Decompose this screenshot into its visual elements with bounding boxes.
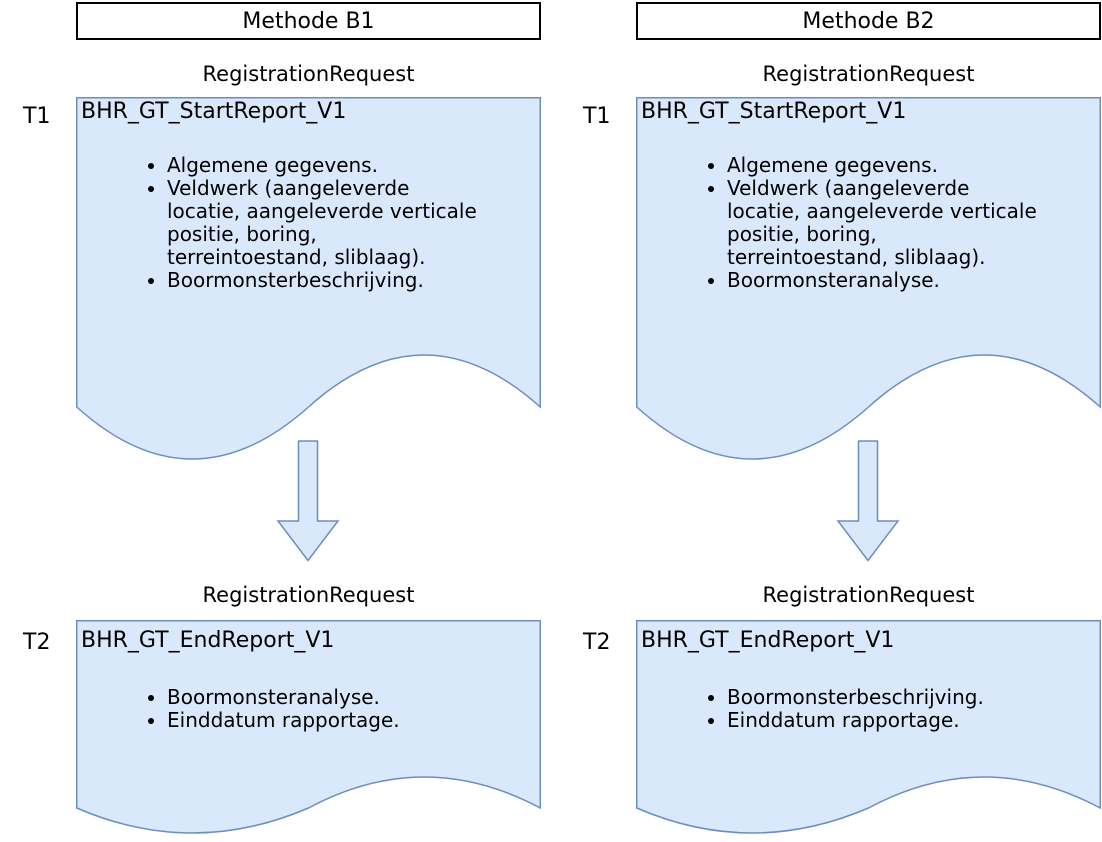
document-bullet-list: Algemene gegevens. Veldwerk (aangeleverd… bbox=[636, 154, 1094, 292]
column-methode-b1: Methode B1 RegistrationRequest T1 BHR_GT… bbox=[23, 0, 541, 842]
document-bullet-list: Algemene gegevens. Veldwerk (aangeleverd… bbox=[76, 154, 534, 292]
registration-request-label-t1: RegistrationRequest bbox=[762, 62, 975, 86]
document-shape bbox=[76, 97, 541, 460]
down-arrow-icon bbox=[276, 440, 340, 562]
registration-request-label-t2: RegistrationRequest bbox=[202, 583, 415, 607]
registration-request-label-t1: RegistrationRequest bbox=[202, 62, 415, 86]
phase-label-t1: T1 bbox=[23, 104, 51, 129]
bullet-item: Einddatum rapportage. bbox=[167, 709, 534, 732]
bullet-item: Boormonsterbeschrijving. bbox=[167, 269, 534, 292]
header-label: Methode B1 bbox=[242, 8, 375, 34]
header-box-methode-b1: Methode B1 bbox=[76, 2, 541, 40]
bullet-item: Veldwerk (aangeleverde locatie, aangelev… bbox=[167, 177, 534, 269]
phase-label-t2: T2 bbox=[23, 630, 51, 655]
bullet-item: Boormonsteranalyse. bbox=[167, 686, 534, 709]
document-title: BHR_GT_EndReport_V1 bbox=[641, 628, 895, 653]
bullet-item: Boormonsteranalyse. bbox=[727, 269, 1094, 292]
document-end-report: BHR_GT_EndReport_V1 Boormonsteranalyse. … bbox=[76, 620, 541, 840]
document-bullet-list: Boormonsterbeschrijving. Einddatum rappo… bbox=[636, 686, 1094, 732]
document-shape bbox=[76, 620, 541, 834]
phase-label-t2: T2 bbox=[583, 630, 611, 655]
document-start-report: BHR_GT_StartReport_V1 Algemene gegevens.… bbox=[76, 97, 541, 463]
bullet-item: Boormonsterbeschrijving. bbox=[727, 686, 1094, 709]
document-title: BHR_GT_StartReport_V1 bbox=[81, 99, 347, 124]
document-shape bbox=[636, 97, 1101, 460]
bullet-item: Algemene gegevens. bbox=[167, 154, 534, 177]
column-methode-b2: Methode B2 RegistrationRequest T1 BHR_GT… bbox=[583, 0, 1101, 842]
bullet-item: Algemene gegevens. bbox=[727, 154, 1094, 177]
registration-request-label-t2: RegistrationRequest bbox=[762, 583, 975, 607]
document-end-report: BHR_GT_EndReport_V1 Boormonsterbeschrijv… bbox=[636, 620, 1101, 840]
bullet-item: Einddatum rapportage. bbox=[727, 709, 1094, 732]
document-shape bbox=[636, 620, 1101, 834]
document-title: BHR_GT_EndReport_V1 bbox=[81, 628, 335, 653]
document-start-report: BHR_GT_StartReport_V1 Algemene gegevens.… bbox=[636, 97, 1101, 463]
document-bullet-list: Boormonsteranalyse. Einddatum rapportage… bbox=[76, 686, 534, 732]
down-arrow-icon bbox=[836, 440, 900, 562]
document-title: BHR_GT_StartReport_V1 bbox=[641, 99, 907, 124]
header-box-methode-b2: Methode B2 bbox=[636, 2, 1101, 40]
phase-label-t1: T1 bbox=[583, 104, 611, 129]
header-label: Methode B2 bbox=[802, 8, 935, 34]
bullet-item: Veldwerk (aangeleverde locatie, aangelev… bbox=[727, 177, 1094, 269]
